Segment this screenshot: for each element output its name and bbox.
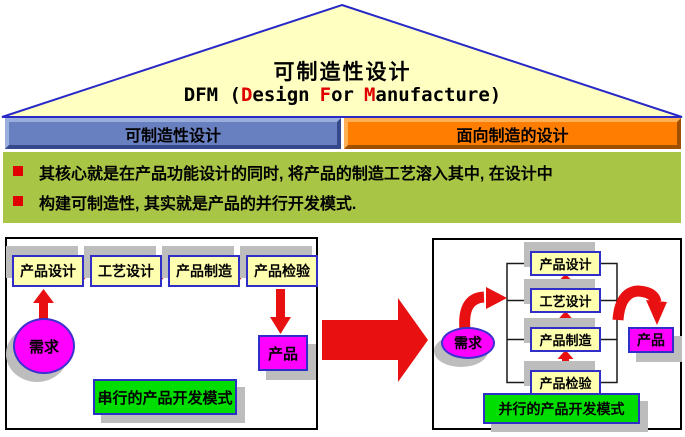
bullet-square-icon [13, 166, 23, 176]
bullet-square-icon [13, 196, 23, 206]
step-label: 工艺设计 [98, 263, 154, 279]
bar-manufacturability-design: 可制造性设计 [5, 118, 341, 149]
parallel-caption: 并行的产品开发模式 [483, 393, 640, 424]
step-label: 产品检验 [539, 376, 592, 391]
bracket-lines [506, 262, 618, 384]
step-label: 产品设计 [20, 263, 76, 279]
serial-caption: 串行的产品开发模式 [93, 379, 237, 415]
serial-development-panel: 产品设计 工艺设计 产品制造 产品检验 需求 产品 串行的产品开发模式 [5, 237, 318, 430]
step-label: 产品制造 [176, 263, 232, 279]
parallel-step-process-design: 工艺设计 [530, 288, 601, 313]
caption-label: 串行的产品开发模式 [97, 389, 233, 407]
dfm-prefix: DFM ( [183, 84, 241, 106]
summary-box: 其核心就是在产品功能设计的同时, 将产品的制造工艺溶入其中, 在设计中 构建可制… [3, 152, 681, 223]
slide-title: 可制造性设计 [273, 61, 412, 84]
parallel-step-product-manufacture: 产品制造 [530, 327, 601, 352]
need-label: 需求 [28, 338, 59, 356]
product-down-arrow-icon [270, 289, 291, 334]
dfm-letter-m: M [363, 84, 376, 106]
parallel-step-product-inspection: 产品检验 [530, 370, 601, 395]
roof-triangle [1, 3, 683, 118]
product-curved-arrow-icon [612, 285, 667, 325]
dfm-suffix: anufacture) [375, 84, 502, 106]
need-label: 需求 [454, 335, 482, 351]
step-label: 产品制造 [539, 333, 592, 348]
serial-step-product-manufacture: 产品制造 [168, 255, 240, 287]
parallel-product-box: 产品 [628, 327, 674, 353]
parallel-step-product-design: 产品设计 [530, 251, 601, 276]
serial-step-process-design: 工艺设计 [90, 255, 162, 287]
serial-need-ellipse: 需求 [13, 318, 75, 374]
product-label: 产品 [267, 345, 298, 363]
summary-bullet-1: 其核心就是在产品功能设计的同时, 将产品的制造工艺溶入其中, 在设计中 [13, 160, 553, 184]
bar-right-label: 面向制造的设计 [456, 127, 569, 145]
dfm-word-for: or [331, 84, 354, 106]
parallel-need-ellipse: 需求 [441, 327, 495, 359]
serial-step-product-design: 产品设计 [12, 255, 84, 287]
dfm-letter-d: D [240, 84, 253, 106]
step-label: 工艺设计 [539, 294, 592, 309]
step-label: 产品设计 [539, 257, 592, 272]
need-curved-arrow-icon [459, 287, 507, 331]
product-label: 产品 [637, 332, 665, 348]
summary-bullet-2-text: 构建可制造性, 其实就是产品的并行开发模式. [39, 196, 357, 213]
serial-step-product-inspection: 产品检验 [246, 255, 318, 287]
need-up-arrow-icon [33, 289, 54, 319]
serial-product-box: 产品 [258, 335, 308, 371]
dfm-letter-f: F [319, 84, 332, 106]
summary-bullet-2: 构建可制造性, 其实就是产品的并行开发模式. [13, 190, 356, 214]
caption-label: 并行的产品开发模式 [498, 400, 625, 417]
big-right-arrow-icon [322, 298, 428, 382]
parallel-development-panel: 产品设计 工艺设计 产品制造 产品检验 需求 产品 并行的产品开发模式 [432, 238, 682, 430]
step-label: 产品检验 [254, 263, 310, 279]
bar-left-label: 可制造性设计 [124, 127, 221, 145]
dfm-word-design: esign [252, 84, 310, 106]
summary-bullet-1-text: 其核心就是在产品功能设计的同时, 将产品的制造工艺溶入其中, 在设计中 [39, 166, 553, 183]
bar-design-for-manufacture: 面向制造的设计 [344, 118, 681, 149]
dfm-subtitle: DFM (Design For Manufacture) [0, 84, 685, 106]
